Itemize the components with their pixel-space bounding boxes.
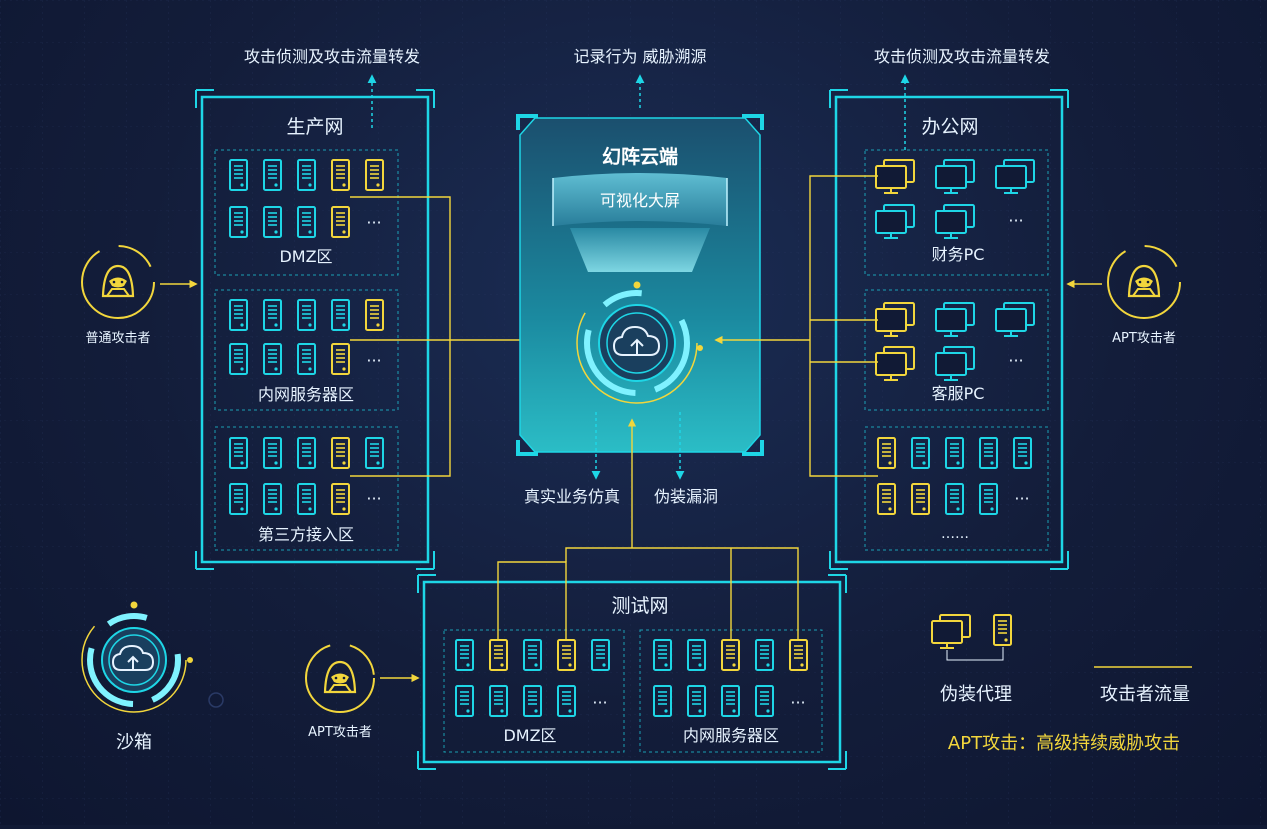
- screen-label: 可视化大屏: [600, 191, 680, 210]
- cloud-bottom-left-label: 真实业务仿真: [524, 487, 620, 506]
- test-zone-internal: 内网服务器区: [683, 726, 779, 745]
- attacker-normal-label: 普通攻击者: [85, 331, 150, 346]
- test-title: 测试网: [611, 595, 668, 617]
- cloud-panel: 幻阵云端 可视化大屏: [516, 114, 764, 456]
- sandbox-label: 沙箱: [116, 732, 152, 753]
- production-network-panel: 生产网 DMZ区 内网服务器区 第三方接入区 ··· ··· ···: [195, 89, 435, 570]
- office-more: ……: [941, 526, 969, 542]
- legend-decoy-label: 伪装代理: [940, 684, 1012, 705]
- test-traffic-lines: [497, 418, 799, 640]
- top-label-left: 攻击侦测及攻击流量转发: [244, 47, 420, 66]
- test-network-panel: 测试网 ··· ··· DMZ区 内网服务器区: [417, 574, 847, 770]
- production-ellipsis-3: ···: [366, 489, 381, 508]
- legend: 伪装代理 攻击者流量 APT攻击：高级持续威胁攻击: [931, 614, 1192, 754]
- attacker-normal: 普通攻击者: [81, 245, 155, 346]
- cloud-bottom-right-label: 伪装漏洞: [654, 487, 718, 506]
- test-ellipsis-2: ···: [790, 693, 805, 712]
- attacker-apt-bottom-label: APT攻击者: [308, 725, 372, 740]
- legend-apt-note: APT攻击：高级持续威胁攻击: [948, 733, 1180, 754]
- screen-icon: [552, 173, 728, 272]
- top-label-center: 记录行为 威胁溯源: [573, 47, 706, 66]
- office-group-service: 客服PC: [932, 384, 985, 403]
- attacker-apt-right: APT攻击者: [1107, 245, 1181, 346]
- production-zone-dmz: DMZ区: [279, 247, 332, 266]
- cloud-upload-icon: [612, 325, 661, 356]
- office-network-panel: 办公网 ··· ··· ··· 财务PC 客服PC ……: [829, 89, 1069, 570]
- production-zone-internal: 内网服务器区: [258, 385, 354, 404]
- office-ellipsis-1: ···: [1008, 211, 1023, 230]
- test-ellipsis-1: ···: [592, 693, 607, 712]
- production-ellipsis-2: ···: [366, 351, 381, 370]
- decoy-proxy-icon: [931, 614, 1012, 661]
- production-ellipsis-1: ···: [366, 213, 381, 232]
- test-zone-dmz: DMZ区: [503, 726, 556, 745]
- attacker-apt-right-label: APT攻击者: [1112, 331, 1176, 346]
- top-label-right: 攻击侦测及攻击流量转发: [874, 47, 1050, 66]
- office-ellipsis-3: ···: [1014, 489, 1029, 508]
- office-ellipsis-2: ···: [1008, 351, 1023, 370]
- legend-traffic-label: 攻击者流量: [1100, 684, 1190, 705]
- office-title: 办公网: [921, 116, 978, 138]
- production-zone-third-party: 第三方接入区: [258, 525, 354, 544]
- office-traffic-lines: [714, 175, 878, 477]
- attacker-apt-bottom: APT攻击者: [305, 643, 375, 740]
- production-title: 生产网: [286, 116, 343, 138]
- office-group-finance: 财务PC: [932, 245, 985, 264]
- cloud-title: 幻阵云端: [602, 145, 678, 168]
- sandbox-icon: [81, 601, 224, 713]
